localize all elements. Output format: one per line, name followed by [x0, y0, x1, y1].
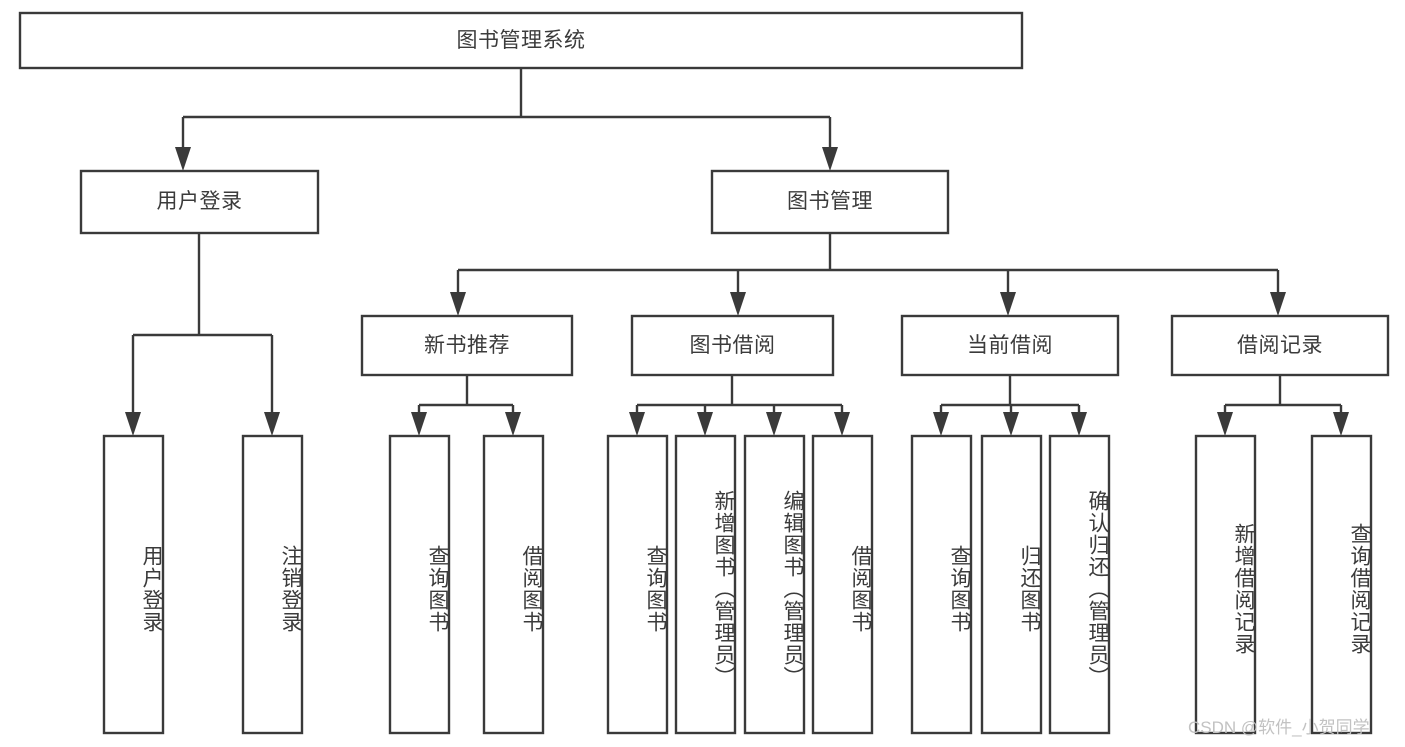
node-box-leaf-borrow-record-0[interactable]	[1194, 434, 1257, 735]
node-box-new-book-recommend[interactable]	[360, 314, 574, 377]
node-box-leaf-current-borrow-2[interactable]	[1048, 434, 1111, 735]
node-box-user-login[interactable]	[79, 169, 320, 235]
node-box-leaf-book-borrow-2[interactable]	[743, 434, 806, 735]
connector-book-borrow-to-leaves	[629, 375, 850, 436]
node-box-leaf-book-borrow-3[interactable]	[811, 434, 874, 735]
node-box-leaf-current-borrow-0[interactable]	[910, 434, 973, 735]
node-box-leaf-new-book-0[interactable]	[388, 434, 451, 735]
node-box-leaf-user-login-0[interactable]	[102, 434, 165, 735]
connector-book-management-to-level3	[450, 233, 1286, 316]
connector-root-to-level2	[175, 68, 838, 171]
connector-user-login-to-leaves	[125, 233, 280, 436]
connector-current-borrow-to-leaves	[933, 375, 1087, 436]
connector-new-book-to-leaves	[411, 375, 521, 436]
node-box-leaf-book-borrow-1[interactable]	[674, 434, 737, 735]
node-box-book-management[interactable]	[710, 169, 950, 235]
node-box-leaf-current-borrow-1[interactable]	[980, 434, 1043, 735]
node-box-leaf-borrow-record-1[interactable]	[1310, 434, 1373, 735]
node-box-current-borrow[interactable]	[900, 314, 1120, 377]
node-box-leaf-new-book-1[interactable]	[482, 434, 545, 735]
node-box-borrow-record[interactable]	[1170, 314, 1390, 377]
node-box-root[interactable]	[18, 11, 1024, 70]
connector-borrow-record-to-leaves	[1217, 375, 1349, 436]
node-box-leaf-user-login-1[interactable]	[241, 434, 304, 735]
node-box-leaf-book-borrow-0[interactable]	[606, 434, 669, 735]
node-box-book-borrow[interactable]	[630, 314, 835, 377]
